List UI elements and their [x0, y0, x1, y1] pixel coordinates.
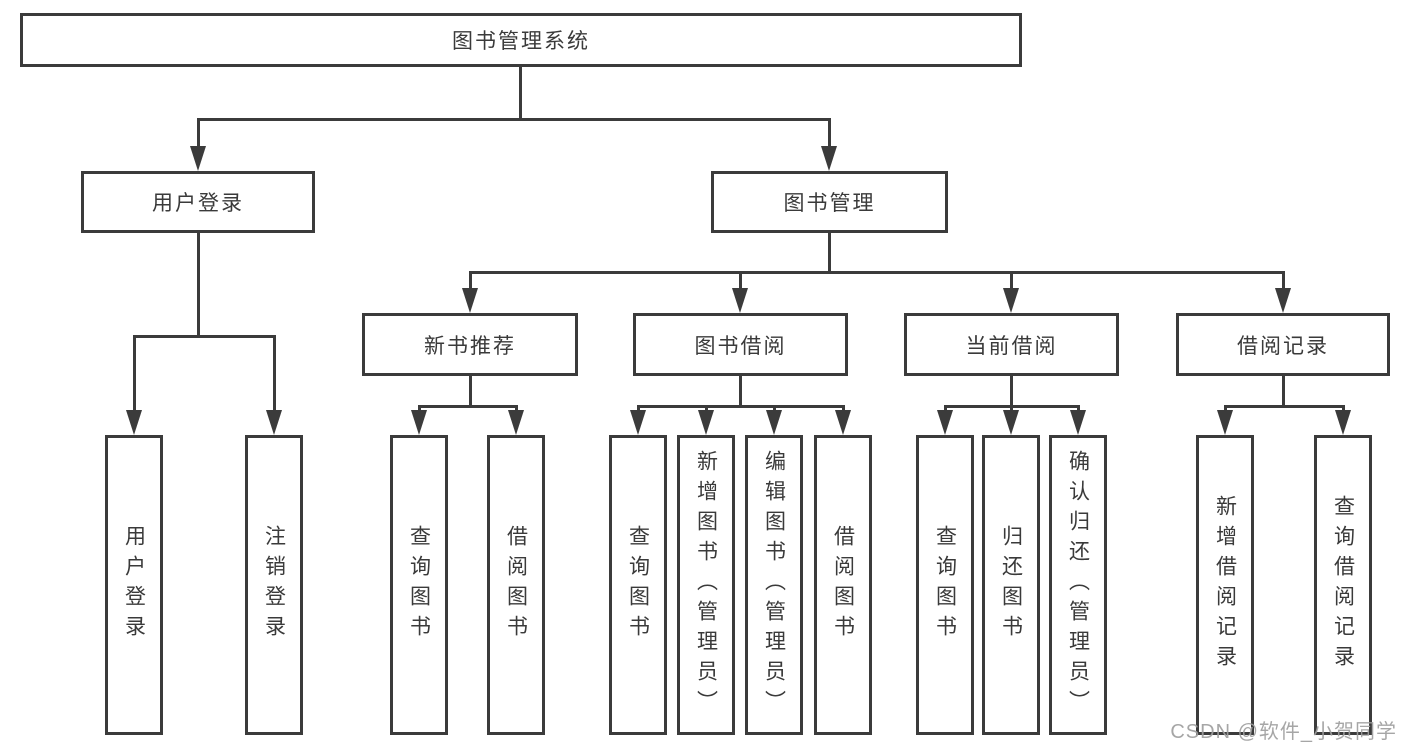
connector-records-hline [1224, 405, 1345, 408]
arrowhead-current-borrow [1003, 288, 1019, 313]
connector-login-hline [133, 335, 276, 338]
leaf-confirm-return-admin: 确认归还（管理员） [1049, 435, 1107, 735]
node-borrowing-records: 借阅记录 [1176, 313, 1390, 376]
leaf-label: 归还图书 [999, 525, 1023, 645]
leaf-query-books-current: 查询图书 [916, 435, 974, 735]
leaf-label: 注销登录 [262, 525, 286, 645]
arrowhead-borrow-books [835, 410, 851, 435]
connector-drop-leaf-login [133, 335, 136, 413]
leaf-return-books: 归还图书 [982, 435, 1040, 735]
connector-drop-borrow-records [1282, 271, 1285, 289]
leaf-query-borrow-record: 查询借阅记录 [1314, 435, 1372, 735]
arrowhead-query-books [411, 410, 427, 435]
connector-newbook-stub [469, 376, 472, 407]
node-user-login: 用户登录 [81, 171, 315, 233]
leaf-label: 借阅图书 [504, 525, 528, 645]
connector-mgmt-stub [828, 233, 831, 273]
leaf-user-login: 用户登录 [105, 435, 163, 735]
leaf-label: 编辑图书（管理员） [762, 450, 786, 720]
arrowhead-new-books [462, 288, 478, 313]
node-label: 图书管理系统 [452, 30, 590, 53]
connector-drop-user-login [197, 118, 200, 148]
node-label: 当前借阅 [965, 334, 1058, 358]
node-current-borrowing: 当前借阅 [904, 313, 1119, 376]
arrowhead-user-login [190, 146, 206, 171]
csdn-watermark: CSDN @软件_小贺同学 [1170, 721, 1397, 743]
arrowhead-leaf-logout [266, 410, 282, 435]
arrowhead-add-books [698, 410, 714, 435]
leaf-label: 新增借阅记录 [1213, 495, 1237, 675]
leaf-label: 查询图书 [626, 525, 650, 645]
node-label: 借阅记录 [1237, 334, 1329, 358]
arrowhead-add-record [1217, 410, 1233, 435]
arrowhead-borrow-books [508, 410, 524, 435]
leaf-query-books-recommend: 查询图书 [390, 435, 448, 735]
arrowhead-leaf-login [126, 410, 142, 435]
arrowhead-return-books [1003, 410, 1019, 435]
connector-mgmt-hline [469, 271, 1285, 274]
connector-drop-book-borrow [739, 271, 742, 289]
leaf-label: 借阅图书 [831, 525, 855, 645]
leaf-label: 查询图书 [933, 525, 957, 645]
arrowhead-borrow-records [1275, 288, 1291, 313]
connector-current-stub [1010, 376, 1013, 407]
node-label: 图书借阅 [694, 334, 787, 358]
connector-drop-leaf-logout [273, 335, 276, 413]
connector-newbook-hline [418, 405, 518, 408]
arrowhead-book-borrow [732, 288, 748, 313]
arrowhead-confirm-return [1070, 410, 1086, 435]
node-label: 图书管理 [783, 192, 876, 215]
node-book-borrowing: 图书借阅 [633, 313, 848, 376]
leaf-query-books-borrowing: 查询图书 [609, 435, 667, 735]
node-label: 新书推荐 [424, 334, 516, 358]
arrowhead-query-books [630, 410, 646, 435]
arrowhead-query-books [937, 410, 953, 435]
connector-root-hline [197, 118, 831, 121]
leaf-label: 确认归还（管理员） [1066, 450, 1090, 720]
node-new-book-recommend: 新书推荐 [362, 313, 578, 376]
leaf-label: 查询借阅记录 [1331, 495, 1355, 675]
node-label: 用户登录 [152, 192, 244, 215]
connector-login-stub [197, 233, 200, 337]
leaf-add-borrow-record: 新增借阅记录 [1196, 435, 1254, 735]
node-book-management: 图书管理 [711, 171, 948, 233]
leaf-borrow-books-recommend: 借阅图书 [487, 435, 545, 735]
leaf-logout: 注销登录 [245, 435, 303, 735]
arrowhead-query-record [1335, 410, 1351, 435]
leaf-edit-books-admin: 编辑图书（管理员） [745, 435, 803, 735]
leaf-borrow-books: 借阅图书 [814, 435, 872, 735]
leaf-label: 查询图书 [407, 525, 431, 645]
leaf-label: 用户登录 [122, 525, 146, 645]
connector-borrow-stub [739, 376, 742, 407]
leaf-add-books-admin: 新增图书（管理员） [677, 435, 735, 735]
connector-borrow-hline [637, 405, 845, 408]
connector-root-stub [519, 67, 522, 118]
connector-drop-new-books [469, 271, 472, 289]
arrowhead-book-mgmt [821, 146, 837, 171]
node-library-management-system: 图书管理系统 [20, 13, 1022, 67]
connector-records-stub [1282, 376, 1285, 407]
leaf-label: 新增图书（管理员） [694, 450, 718, 720]
connector-drop-current-borrow [1010, 271, 1013, 289]
connector-drop-book-mgmt [828, 118, 831, 148]
arrowhead-edit-books [766, 410, 782, 435]
